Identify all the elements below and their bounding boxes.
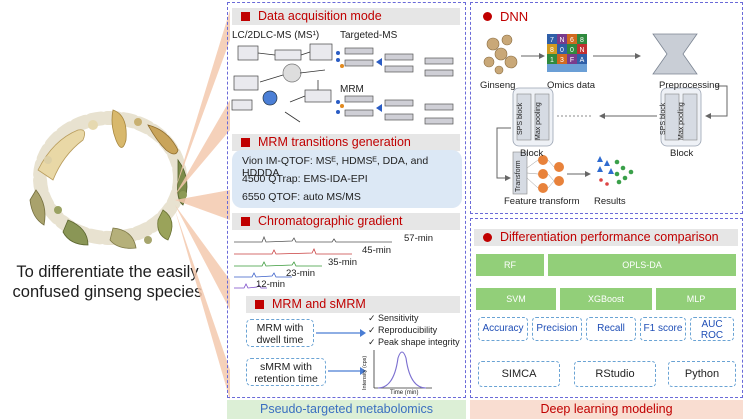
block-label-right: Block: [670, 148, 694, 159]
check-sensitivity: ✓ Sensitivity: [368, 313, 419, 323]
model-xgboost: XGBoost: [560, 288, 652, 310]
model-opls-da: OPLS-DA: [548, 254, 736, 276]
section-square-icon: [255, 300, 264, 309]
svg-text:3: 3: [560, 57, 564, 64]
comparison-arrows: [316, 329, 366, 375]
mrm-acq-label: MRM: [340, 84, 364, 95]
metric-accuracy: Accuracy: [478, 317, 528, 341]
pseudo-targeted-panel: [227, 2, 466, 398]
transition-line-3: 6550 QTOF: auto MS/MS: [242, 191, 361, 203]
gradient-57: 57-min: [404, 233, 434, 244]
transform-label: Transform: [515, 160, 522, 192]
section-chromatographic: Chromatographic gradient: [232, 213, 460, 230]
mrm-dwell-box: MRM with dwell time: [246, 319, 314, 347]
transitions-box: Vion IM-QTOF: MSᴱ, HDMSᴱ, DDA, and HDDDA…: [232, 150, 462, 208]
section-title: Chromatographic gradient: [258, 214, 403, 228]
svg-text:8: 8: [550, 47, 554, 54]
gradient-45: 45-min: [362, 245, 392, 256]
tool-rstudio: RStudio: [574, 361, 656, 387]
metric-recall: Recall: [586, 317, 636, 341]
main-title-line2: confused ginseng species: [12, 283, 203, 301]
svg-text:A: A: [580, 57, 585, 64]
metric-f1: F1 score: [640, 317, 686, 341]
bottom-label-left: Pseudo-targeted metabolomics: [227, 400, 466, 419]
section-square-icon: [241, 217, 250, 226]
check-peak-shape: ✓ Peak shape integrity: [368, 337, 460, 347]
section-mrm-transitions: MRM transitions generation: [232, 134, 460, 151]
section-title: DNN: [500, 9, 529, 24]
section-title: Differentiation performance comparison: [500, 230, 719, 244]
tool-python: Python: [668, 361, 736, 387]
ginseng-ring-illustration: [29, 109, 188, 249]
ginseng-label: Ginseng: [480, 80, 516, 91]
svg-text:1: 1: [550, 57, 554, 64]
section-dot-icon: [483, 233, 492, 242]
dnn-panel: [470, 2, 743, 214]
section-square-icon: [241, 138, 250, 147]
section-dot-icon: [483, 12, 492, 21]
gradient-35: 35-min: [328, 257, 358, 268]
chromatogram-traces: [234, 235, 392, 289]
model-svm: SVM: [476, 288, 556, 310]
section-square-icon: [241, 12, 250, 21]
max-pooling-left: Max pooling: [535, 102, 542, 140]
sps-block-left: SPS block: [517, 102, 524, 135]
metric-precision: Precision: [532, 317, 582, 341]
model-mlp: MLP: [656, 288, 736, 310]
targeted-ms-label: Targeted-MS: [340, 30, 398, 41]
svg-text:6: 6: [570, 37, 574, 44]
main-title-line1: To differentiate the easily: [16, 263, 199, 281]
peak-y-label: Intensity (cps): [362, 355, 368, 390]
svg-text:N: N: [579, 47, 584, 54]
max-pooling-right: Max pooling: [678, 102, 685, 140]
dnn-flow-diagram: 7 N 6 8 8 0 0 N 1 3 F A: [483, 33, 728, 195]
transition-line-1: Vion IM-QTOF: MSᴱ, HDMSᴱ, DDA, and HDDDA: [242, 155, 429, 179]
differentiation-panel: [470, 218, 743, 398]
peak-plot: [373, 350, 432, 389]
results-label: Results: [594, 196, 626, 207]
gradient-23: 23-min: [286, 268, 316, 279]
feature-transform-label: Feature transform: [504, 196, 580, 207]
fan-connector: [175, 10, 230, 400]
bottom-label-right: Deep learning modeling: [470, 400, 743, 419]
svg-text:F: F: [570, 57, 574, 64]
dnn-header: DNN: [474, 8, 738, 25]
main-title: To differentiate the easily confused gin…: [0, 262, 215, 302]
lc-ms-label: LC/2DLC-MS (MS¹): [232, 30, 320, 41]
peak-x-label: Time (min): [390, 390, 419, 396]
preprocessing-label: Preprocessing: [659, 80, 720, 91]
section-title: MRM and sMRM: [272, 297, 366, 311]
tool-simca: SIMCA: [478, 361, 560, 387]
svg-text:N: N: [559, 37, 564, 44]
metric-auc-roc: AUC ROC: [690, 317, 734, 341]
block-label-left: Block: [520, 148, 544, 159]
svg-text:7: 7: [550, 37, 554, 44]
instrument-schematic: [231, 43, 454, 125]
check-reproducibility: ✓ Reproducibility: [368, 325, 438, 335]
omics-label: Omics data: [547, 80, 596, 91]
transition-line-2: 4500 QTrap: EMS-IDA-EPI: [242, 173, 368, 185]
sps-block-right: SPS block: [660, 102, 667, 135]
section-title: MRM transitions generation: [258, 135, 411, 149]
svg-text:0: 0: [560, 47, 564, 54]
svg-text:8: 8: [580, 37, 584, 44]
gradient-12: 12-min: [256, 279, 286, 290]
diff-header: Differentiation performance comparison: [474, 229, 738, 246]
section-mrm-smrm: MRM and sMRM: [246, 296, 460, 313]
svg-text:0: 0: [570, 47, 574, 54]
smrm-retention-box: sMRM with retention time: [246, 358, 326, 386]
section-title: Data acquisition mode: [258, 9, 382, 23]
section-data-acquisition: Data acquisition mode: [232, 8, 460, 25]
model-rf: RF: [476, 254, 544, 276]
